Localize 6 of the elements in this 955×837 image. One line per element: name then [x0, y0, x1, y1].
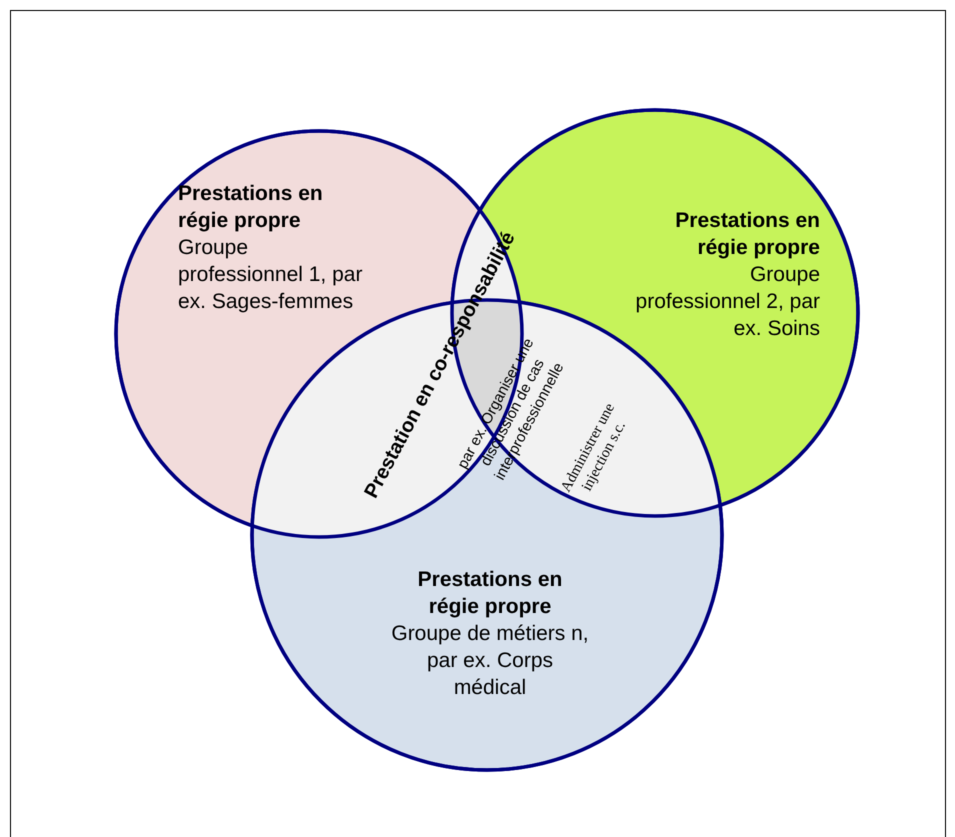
circle-description: Groupe professionnel 1, par ex. Sages-femmes	[178, 235, 364, 315]
circle-description: Groupe professionnel 2, par ex. Soins	[634, 262, 820, 342]
circle-description: Groupe de métiers n, par ex. Corps médical	[390, 621, 590, 701]
circle-heading: Prestations en régie propre	[416, 567, 564, 620]
circle-heading: Prestations en régie propre	[178, 181, 324, 234]
circle-heading: Prestations en régie propre	[674, 208, 820, 261]
